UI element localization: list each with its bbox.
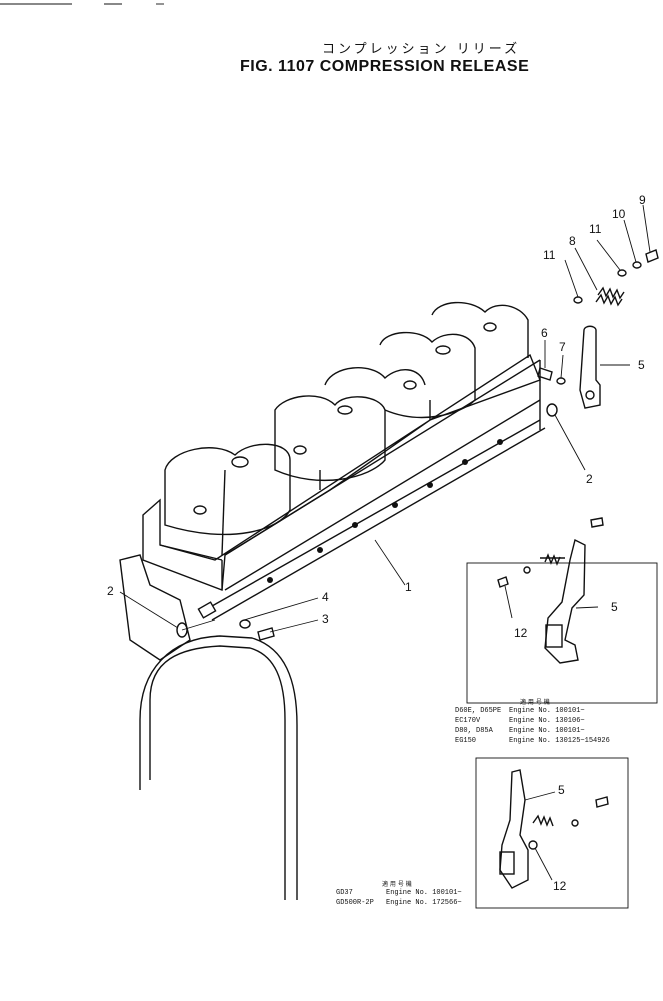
applicability-2-header: 適 用 号 機 (382, 881, 412, 888)
manifold-outline (119, 554, 298, 900)
applicability-1-header: 適 用 号 機 (520, 699, 550, 706)
applicability-1-model-2: D80, D85A (455, 727, 493, 735)
callout-6: 6 (541, 326, 548, 340)
callout-1: 1 (405, 580, 412, 594)
applicability-1-model-0: D60E, D65PE (455, 707, 502, 715)
applicability-1-engine-0: Engine No. 100101~ (509, 707, 585, 715)
callout-10: 10 (612, 207, 626, 221)
applicability-1-engine-1: Engine No. 130106~ (509, 717, 585, 725)
applicability-1-engine-3: Engine No. 130125~154926 (509, 737, 610, 745)
callout-9: 9 (639, 193, 646, 207)
rear-parts (119, 204, 659, 633)
applicability-2-engine-0: Engine No. 100101~ (386, 889, 462, 897)
applicability-2-model-0: GD37 (336, 889, 353, 897)
figure-title-japanese: コンプレッション リリーズ (322, 42, 521, 57)
cylinder-head-cover (142, 301, 541, 591)
callout-11-right: 11 (589, 222, 602, 236)
callout-12-inset2: 12 (553, 879, 567, 893)
callout-3: 3 (322, 612, 329, 626)
release-shaft (197, 419, 546, 621)
figure-title: FIG. 1107 COMPRESSION RELEASE (240, 58, 530, 75)
callout-2-front: 2 (107, 584, 114, 598)
callout-5-inset1: 5 (611, 600, 618, 614)
callout-11-left: 11 (543, 248, 556, 262)
applicability-1-engine-2: Engine No. 100101~ (509, 727, 585, 735)
applicability-1-model-3: EG150 (455, 737, 477, 745)
applicability-2-model-1: GD500R-2P (336, 899, 374, 907)
callout-5-main: 5 (638, 358, 645, 372)
callout-4: 4 (322, 590, 329, 604)
inset-box-2 (475, 757, 629, 909)
callout-5-inset2: 5 (558, 783, 565, 797)
callout-12-inset1: 12 (514, 626, 528, 640)
applicability-1-model-1: EC170V (455, 717, 481, 725)
callout-8: 8 (569, 234, 576, 248)
callout-2-rear: 2 (586, 472, 593, 486)
applicability-2-engine-1: Engine No. 172566~ (386, 899, 462, 907)
callout-7: 7 (559, 340, 566, 354)
inset-box-1 (466, 517, 658, 704)
